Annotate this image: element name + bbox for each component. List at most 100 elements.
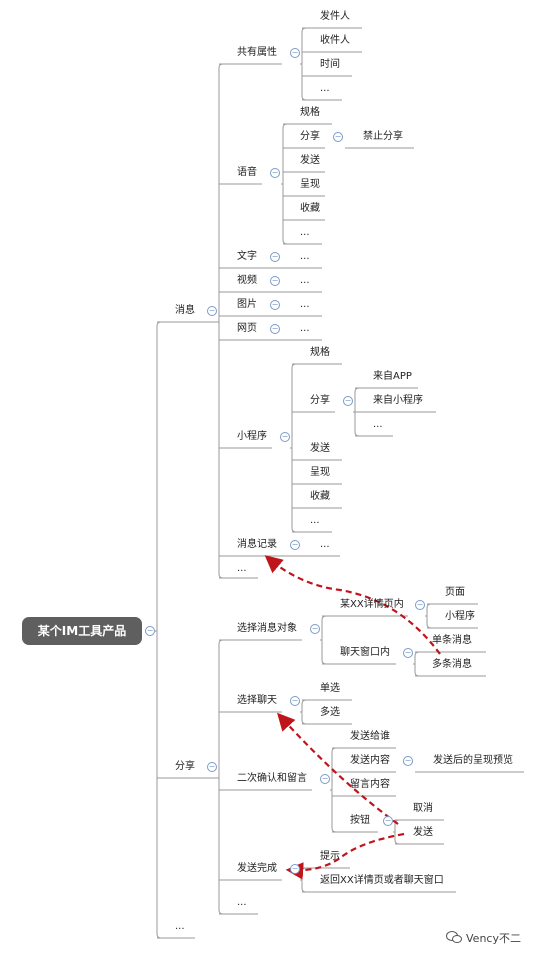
node-text[interactable]: 文字 — [237, 251, 257, 262]
node-web-more[interactable]: ... — [300, 323, 310, 334]
collapse-icon[interactable]: − — [403, 756, 413, 766]
node-multi-msg[interactable]: 多条消息 — [432, 659, 472, 670]
node-mini-from-mini[interactable]: 来自小程序 — [373, 395, 423, 406]
collapse-icon[interactable]: − — [290, 696, 300, 706]
node-done[interactable]: 发送完成 — [237, 863, 277, 874]
node-video-more[interactable]: ... — [300, 275, 310, 286]
collapse-icon[interactable]: − — [333, 132, 343, 142]
branch-connector — [218, 909, 224, 915]
node-miniprogram[interactable]: 小程序 — [237, 431, 267, 442]
node-video[interactable]: 视频 — [237, 275, 257, 286]
node-send[interactable]: 发送 — [413, 827, 433, 838]
branch-connector — [217, 68, 220, 574]
node-cancel[interactable]: 取消 — [413, 803, 433, 814]
node-page[interactable]: 页面 — [445, 587, 465, 598]
branch-connector — [291, 363, 297, 369]
node-return[interactable]: 返回XX详情页或者聊天窗口 — [320, 875, 444, 886]
node-send-to[interactable]: 发送给谁 — [350, 731, 390, 742]
node-mini-more[interactable]: ... — [310, 515, 320, 526]
node-mini-send[interactable]: 发送 — [310, 443, 330, 454]
node-voice-send[interactable]: 发送 — [300, 155, 320, 166]
node-mini-share-more[interactable]: ... — [373, 419, 383, 430]
collapse-icon[interactable]: − — [270, 276, 280, 286]
node-history-more[interactable]: ... — [320, 539, 330, 550]
node-message-more[interactable]: ... — [237, 563, 247, 574]
node-mini-share[interactable]: 分享 — [310, 395, 330, 406]
node-voice-more[interactable]: ... — [300, 227, 310, 238]
collapse-icon[interactable]: − — [290, 48, 300, 58]
node-text-more[interactable]: ... — [300, 251, 310, 262]
node-detail-mini[interactable]: 小程序 — [445, 611, 475, 622]
node-chat-window[interactable]: 聊天窗口内 — [340, 647, 390, 658]
node-voice[interactable]: 语音 — [237, 167, 257, 178]
node-image[interactable]: 图片 — [237, 299, 257, 310]
branch-connector — [414, 671, 420, 677]
branch-connector — [414, 651, 420, 657]
node-hint[interactable]: 提示 — [320, 851, 340, 862]
collapse-icon[interactable]: − — [270, 324, 280, 334]
collapse-icon[interactable]: − — [343, 396, 353, 406]
branch-connector — [426, 603, 432, 609]
branch-connector — [354, 387, 360, 393]
collapse-icon[interactable]: − — [207, 306, 217, 316]
node-mini-fav[interactable]: 收藏 — [310, 491, 330, 502]
root-node[interactable]: 某个IM工具产品 — [22, 617, 142, 645]
node-receiver[interactable]: 收件人 — [320, 35, 350, 46]
node-preview[interactable]: 发送后的呈现预览 — [433, 755, 513, 766]
node-mini-from-app[interactable]: 来自APP — [373, 371, 412, 382]
node-confirm[interactable]: 二次确认和留言 — [237, 773, 307, 784]
collapse-icon[interactable]: − — [270, 300, 280, 310]
node-voice-share[interactable]: 分享 — [300, 131, 320, 142]
collapse-icon[interactable]: − — [290, 864, 300, 874]
branch-connector — [413, 656, 416, 672]
node-web[interactable]: 网页 — [237, 323, 257, 334]
collapse-icon[interactable]: − — [383, 816, 393, 826]
branch-connector — [281, 128, 284, 240]
node-select-object[interactable]: 选择消息对象 — [237, 623, 297, 634]
node-send-content[interactable]: 发送内容 — [350, 755, 390, 766]
collapse-icon[interactable]: − — [145, 626, 155, 636]
node-voice-render[interactable]: 呈现 — [300, 179, 320, 190]
collapse-icon[interactable]: − — [207, 762, 217, 772]
node-detail-page[interactable]: 某XX详情页内 — [340, 599, 404, 610]
branch-connector — [301, 95, 307, 101]
collapse-icon[interactable]: − — [320, 774, 330, 784]
node-multi-select[interactable]: 多选 — [320, 707, 340, 718]
node-mini-render[interactable]: 呈现 — [310, 467, 330, 478]
branch-connector — [218, 573, 224, 579]
collapse-icon[interactable]: − — [280, 432, 290, 442]
node-share-more[interactable]: ... — [237, 897, 247, 908]
branch-connector — [330, 752, 333, 828]
branch-connector — [291, 527, 297, 533]
node-share[interactable]: 分享 — [175, 761, 195, 772]
collapse-icon[interactable]: − — [403, 648, 413, 658]
node-root-more[interactable]: ... — [175, 921, 185, 932]
node-time[interactable]: 时间 — [320, 59, 340, 70]
branch-connector — [425, 608, 428, 624]
node-common-attrs[interactable]: 共有属性 — [237, 47, 277, 58]
node-mini-spec[interactable]: 规格 — [310, 347, 330, 358]
collapse-icon[interactable]: − — [270, 168, 280, 178]
node-select-chat[interactable]: 选择聊天 — [237, 695, 277, 706]
node-common-more[interactable]: ... — [320, 83, 330, 94]
node-single-msg[interactable]: 单条消息 — [432, 635, 472, 646]
node-message[interactable]: 消息 — [175, 305, 195, 316]
collapse-icon[interactable]: − — [310, 624, 320, 634]
node-history[interactable]: 消息记录 — [237, 539, 277, 550]
branch-connector — [156, 321, 162, 327]
node-voice-spec[interactable]: 规格 — [300, 107, 320, 118]
node-note[interactable]: 留言内容 — [350, 779, 390, 790]
node-sender[interactable]: 发件人 — [320, 11, 350, 22]
node-voice-no-share[interactable]: 禁止分享 — [363, 131, 403, 142]
collapse-icon[interactable]: − — [270, 252, 280, 262]
branch-connector — [393, 824, 396, 840]
node-voice-fav[interactable]: 收藏 — [300, 203, 320, 214]
branch-connector — [321, 659, 327, 665]
node-button[interactable]: 按钮 — [350, 815, 370, 826]
collapse-icon[interactable]: − — [415, 600, 425, 610]
collapse-icon[interactable]: − — [290, 540, 300, 550]
node-image-more[interactable]: ... — [300, 299, 310, 310]
branch-connector — [426, 623, 432, 629]
node-single-select[interactable]: 单选 — [320, 683, 340, 694]
